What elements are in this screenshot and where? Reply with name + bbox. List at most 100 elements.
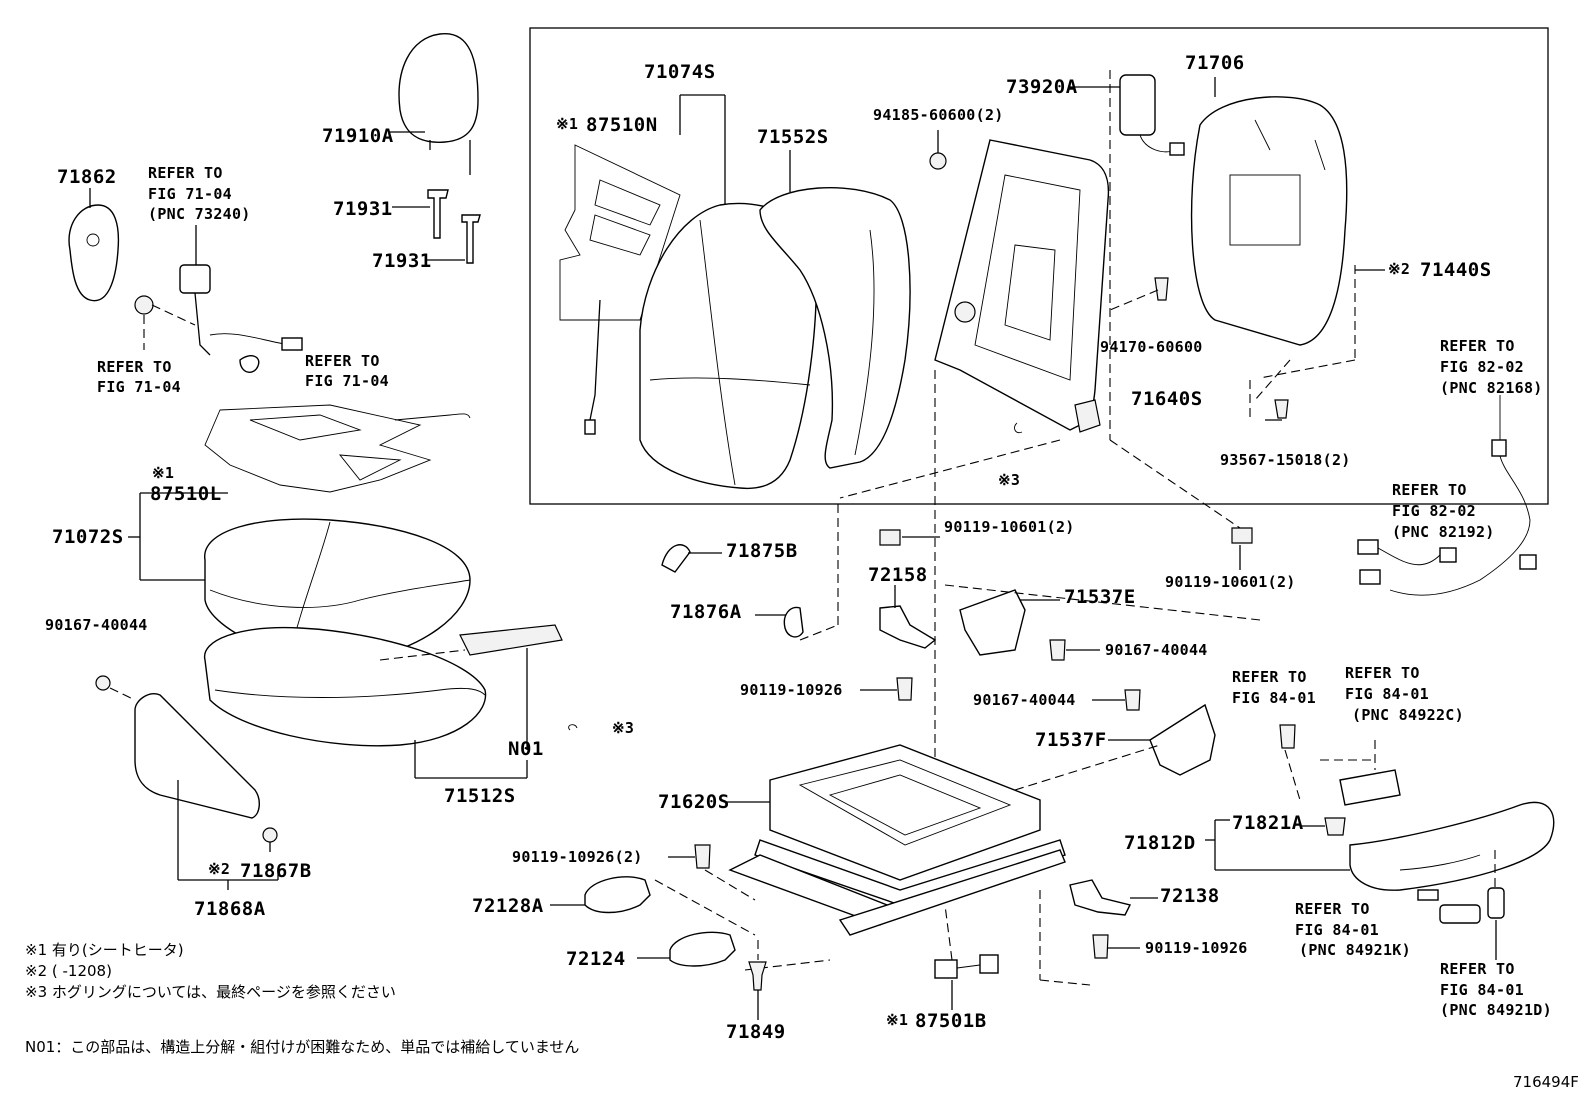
back-board-drawing: [1190, 96, 1348, 346]
part-71862: 71862: [57, 166, 117, 188]
part-71620S: 71620S: [658, 791, 730, 813]
side-shield-drawing: [1349, 801, 1555, 901]
part-90119-10926-c: 90119-10926: [740, 681, 843, 699]
screw-refer-84-01: [1279, 724, 1296, 749]
refer-fig-82-02-b-line2: FIG 82-02: [1392, 502, 1476, 520]
side-airbag-drawing: [1119, 74, 1185, 156]
refer-fig-84-01-a-line1: REFER TO: [1232, 668, 1307, 686]
bolt-90119-c: [896, 677, 913, 701]
part-72124: 72124: [566, 948, 626, 970]
back-pad-drawing: [759, 187, 911, 469]
clip-72158-drawing: [879, 605, 937, 649]
cushion-pad-drawing: [203, 626, 487, 747]
mark-2-71867B: ※2: [208, 860, 231, 878]
part-94185-60600: 94185-60600(2): [873, 106, 1004, 124]
part-71876A: 71876A: [670, 601, 742, 623]
part-87501B: 87501B: [915, 1010, 987, 1032]
inner-cover-drawing: [661, 544, 691, 573]
footnote-N01: N01：この部品は、構造上分解・組付けが困難なため、単品では補給していません: [25, 1038, 580, 1056]
seat-adjuster-drawing: [728, 744, 1066, 936]
mark-1-87501B: ※1: [886, 1011, 909, 1029]
part-71072S: 71072S: [52, 526, 124, 548]
switch-base-drawing: [1339, 769, 1401, 806]
bolt-90119-a: [879, 529, 901, 546]
mark-2-71440S: ※2: [1388, 260, 1411, 278]
part-90119-10601-b: 90119-10601(2): [1165, 573, 1296, 591]
bracket-71537F-drawing: [1149, 703, 1216, 776]
refer-fig-82-02-a-line3: (PNC 82168): [1440, 379, 1543, 397]
part-90167-40044-mid2: 90167-40044: [973, 691, 1076, 709]
refer-fig-71-04-c-line1: REFER TO: [305, 352, 380, 370]
nut-94185: [929, 152, 947, 170]
part-90167-40044-left: 90167-40044: [45, 616, 148, 634]
part-90167-40044-mid: 90167-40044: [1105, 641, 1208, 659]
hog-ring-left: [568, 724, 578, 731]
knob-84921D-drawing: [1487, 887, 1505, 919]
refer-fig-82-02-b-line1: REFER TO: [1392, 481, 1467, 499]
part-73920A: 73920A: [1006, 76, 1078, 98]
part-94170-60600: 94170-60600: [1100, 338, 1203, 356]
mark-1-87510N: ※1: [556, 115, 579, 133]
part-71868A: 71868A: [194, 898, 266, 920]
part-72128A: 72128A: [472, 895, 544, 917]
part-71640S: 71640S: [1131, 388, 1203, 410]
seat-switch-drawing: [934, 954, 999, 979]
bolt-90167-b: [1124, 689, 1141, 711]
cover-72124-drawing: [669, 931, 736, 967]
hog-ring-mid: [1014, 422, 1023, 434]
headrest-guide-drawing: [392, 189, 481, 264]
part-71849: 71849: [726, 1021, 786, 1043]
refer-fig-71-04-b-line1: REFER TO: [97, 358, 172, 376]
part-71074S: 71074S: [644, 61, 716, 83]
refer-fig-84-01-d-line3: (PNC 84921D): [1440, 1001, 1552, 1019]
mark-3-mid: ※3: [998, 471, 1021, 489]
footnote-3: ※3 ホグリングについては、最終ページを参照ください: [25, 983, 396, 1001]
refer-fig-82-02-b-line3: (PNC 82192): [1392, 523, 1495, 541]
front-cover-drawing: [95, 675, 279, 890]
refer-fig-71-04-a-line3: (PNC 73240): [148, 205, 251, 223]
part-87510L: 87510L: [150, 483, 222, 505]
part-71931-upper: 71931: [333, 198, 393, 220]
heater-bracket-drawing: [379, 624, 563, 779]
part-71706: 71706: [1185, 52, 1245, 74]
part-71875B: 71875B: [726, 540, 798, 562]
part-71552S: 71552S: [757, 126, 829, 148]
refer-fig-71-04-a-line2: FIG 71-04: [148, 185, 232, 203]
refer-fig-82-02-a-line2: FIG 82-02: [1440, 358, 1524, 376]
mark-3-left: ※3: [612, 719, 635, 737]
seat-heater-drawing: [204, 404, 471, 493]
wire-harness-drawing: [1357, 395, 1537, 596]
part-72158: 72158: [868, 564, 928, 586]
part-71910A: 71910A: [322, 125, 394, 147]
back-heater-drawing: [559, 144, 681, 435]
knob-84921K-drawing: [1439, 904, 1481, 924]
cover-72128A-drawing: [584, 876, 651, 914]
clip-72138-drawing: [1069, 879, 1132, 916]
part-90119-10601-a: 90119-10601(2): [944, 518, 1075, 536]
refer-fig-82-02-a-line1: REFER TO: [1440, 337, 1515, 355]
refer-fig-84-01-a-line2: FIG 84-01: [1232, 689, 1316, 707]
bolt-90119-d: [694, 844, 711, 869]
part-90119-10926-d: 90119-10926(2): [512, 848, 643, 866]
part-90119-10926-e: 90119-10926: [1145, 939, 1248, 957]
side-cover-drawing: [68, 188, 120, 302]
part-71867B: 71867B: [240, 860, 312, 882]
part-72138: 72138: [1160, 885, 1220, 907]
part-93567-15018: 93567-15018(2): [1220, 451, 1351, 469]
back-frame-drawing: [934, 139, 1110, 433]
bolt-90167-a: [1049, 639, 1066, 661]
part-71931-lower: 71931: [372, 250, 432, 272]
refer-fig-84-01-c-line3: (PNC 84921K): [1299, 941, 1411, 959]
clip-71849-drawing: [748, 961, 767, 991]
refer-fig-84-01-b-line3: (PNC 84922C): [1352, 706, 1464, 724]
screw-93567: [1274, 399, 1289, 419]
refer-fig-84-01-d-line2: FIG 84-01: [1440, 981, 1524, 999]
footnote-1: ※1 有り(シートヒータ): [25, 941, 184, 959]
diagram-id: 716494F: [1513, 1073, 1579, 1091]
hinge-cover-drawing: [783, 606, 804, 638]
bolt-90119-e: [1092, 934, 1109, 959]
refer-fig-84-01-c-line2: FIG 84-01: [1295, 921, 1379, 939]
refer-fig-71-04-b-line2: FIG 71-04: [97, 378, 181, 396]
